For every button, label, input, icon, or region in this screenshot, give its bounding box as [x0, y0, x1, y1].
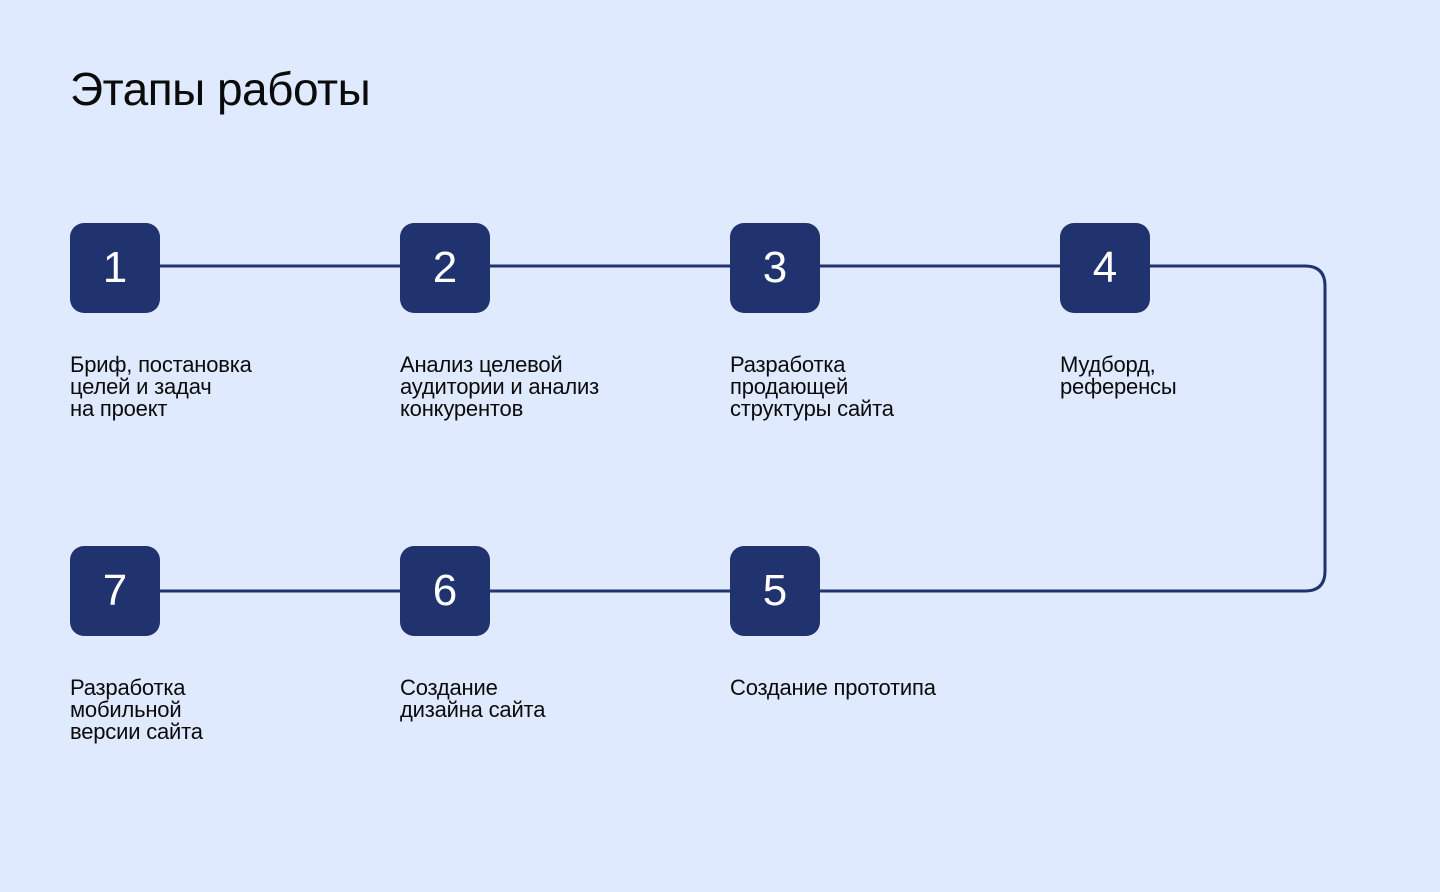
- step-number-badge: 5: [730, 546, 820, 636]
- step-description: Разработка мобильной версии сайта: [70, 675, 203, 744]
- step-number-badge: 6: [400, 546, 490, 636]
- step-number-badge: 7: [70, 546, 160, 636]
- step-number-badge: 4: [1060, 223, 1150, 313]
- step-description: Анализ целевой аудитории и анализ конкур…: [400, 352, 600, 421]
- step-description: Бриф, постановка целей и задач на проект: [70, 352, 252, 421]
- step-description: Создание дизайна сайта: [400, 675, 546, 722]
- step-6: 6 Создание дизайна сайта: [400, 546, 720, 721]
- step-1: 1 Бриф, постановка целей и задач на прое…: [70, 223, 390, 420]
- step-description: Мудборд, референсы: [1060, 352, 1177, 399]
- step-4: 4 Мудборд, референсы: [1060, 223, 1380, 398]
- step-number-badge: 2: [400, 223, 490, 313]
- step-7: 7 Разработка мобильной версии сайта: [70, 546, 390, 743]
- step-number-badge: 1: [70, 223, 160, 313]
- step-description: Разработка продающей структуры сайта: [730, 352, 894, 421]
- step-description: Создание прототипа: [730, 675, 936, 700]
- step-3: 3 Разработка продающей структуры сайта: [730, 223, 1050, 420]
- page-title: Этапы работы: [70, 63, 371, 115]
- step-number-badge: 3: [730, 223, 820, 313]
- step-2: 2 Анализ целевой аудитории и анализ конк…: [400, 223, 720, 420]
- step-5: 5 Создание прототипа: [730, 546, 1050, 699]
